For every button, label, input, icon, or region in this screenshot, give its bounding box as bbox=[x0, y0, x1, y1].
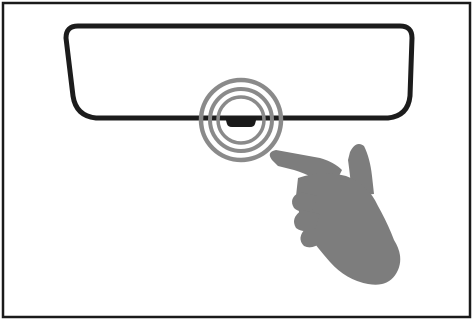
mirror-button[interactable] bbox=[225, 117, 257, 127]
rearview-mirror bbox=[66, 26, 412, 118]
